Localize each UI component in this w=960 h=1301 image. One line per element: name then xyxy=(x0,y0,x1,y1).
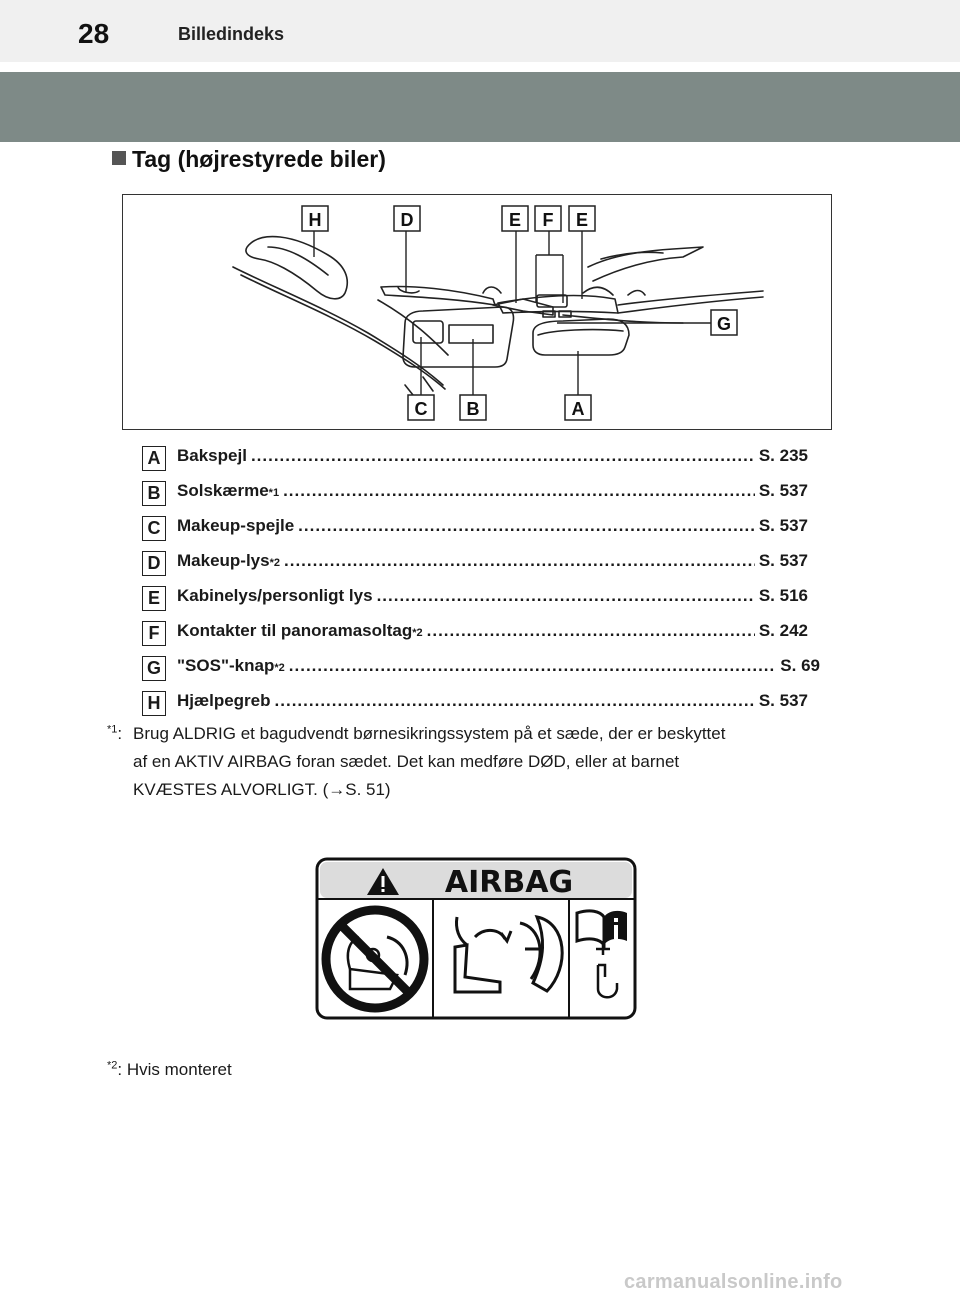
callout-c: C xyxy=(407,394,435,421)
list-item: E Kabinelys/personligt lys S. 516 xyxy=(142,580,822,615)
list-item: A Bakspejl S. 235 xyxy=(142,440,822,475)
leader-dots xyxy=(427,621,755,641)
item-label: Makeup-spejle xyxy=(177,516,295,535)
item-page-ref[interactable]: S. 516 xyxy=(758,586,808,605)
svg-text:E: E xyxy=(576,210,588,230)
roof-diagram: H D E F E G C B A xyxy=(122,194,832,430)
item-page-ref[interactable]: S. 242 xyxy=(758,621,808,640)
item-label: "SOS"-knap xyxy=(177,656,275,675)
footnote-marker: *1 xyxy=(107,723,118,736)
item-label: Kabinelys/personligt lys xyxy=(177,586,373,605)
airbag-warning-label: AIRBAG xyxy=(315,857,637,1020)
footnote-line: KVÆSTES ALVORLIGT. (→S. 51) xyxy=(133,780,391,799)
leader-dots xyxy=(289,656,777,676)
list-item: G "SOS"-knap*2S. 69 xyxy=(142,650,822,685)
svg-text:F: F xyxy=(543,210,554,230)
item-page-ref[interactable]: S. 537 xyxy=(758,551,808,570)
pointing-hand-icon xyxy=(596,941,619,999)
heading-text: Tag (højrestyrede biler) xyxy=(132,146,386,172)
warning-triangle-icon xyxy=(367,868,399,895)
component-list: A Bakspejl S. 235 B Solskærme*1S. 537 C M… xyxy=(142,440,822,720)
item-letter-badge: F xyxy=(142,621,166,646)
item-page-ref[interactable]: S. 235 xyxy=(758,446,808,465)
seat-airbag-icon xyxy=(453,914,564,994)
page-number: 28 xyxy=(78,18,110,49)
item-letter-badge: G xyxy=(142,656,166,681)
item-page-ref[interactable]: S. 537 xyxy=(758,516,808,535)
item-label: Makeup-lys xyxy=(177,551,270,570)
airbag-label-graphic: AIRBAG xyxy=(315,857,637,1020)
footnote-marker: *2 xyxy=(107,1059,118,1072)
footnote-line: af en AKTIV AIRBAG foran sædet. Det kan … xyxy=(133,752,680,771)
svg-text:D: D xyxy=(401,210,414,230)
leader-dots xyxy=(377,586,755,606)
callout-f: F xyxy=(534,205,562,232)
footnote-line: Brug ALDRIG et bagudvendt børnesikringss… xyxy=(133,724,726,743)
header-bar xyxy=(0,72,960,142)
watermark: carmanualsonline.info xyxy=(624,1271,843,1293)
list-item: D Makeup-lys*2S. 537 xyxy=(142,545,822,580)
leader-dots xyxy=(298,516,755,536)
item-label: Bakspejl xyxy=(177,446,247,465)
callout-g: G xyxy=(710,309,738,336)
item-label: Kontakter til panoramasoltag xyxy=(177,621,413,640)
callout-e-left: E xyxy=(501,205,529,232)
item-letter-badge: H xyxy=(142,691,166,716)
svg-text:G: G xyxy=(717,314,731,334)
item-page-ref[interactable]: S. 537 xyxy=(758,481,808,500)
list-item: H Hjælpegreb S. 537 xyxy=(142,685,822,720)
list-item: F Kontakter til panoramasoltag*2S. 242 xyxy=(142,615,822,650)
item-label: Solskærme xyxy=(177,481,269,500)
item-label: Hjælpegreb xyxy=(177,691,271,710)
callout-e-right: E xyxy=(568,205,596,232)
item-page-ref[interactable]: S. 537 xyxy=(758,691,808,710)
item-letter-badge: A xyxy=(142,446,166,471)
callout-d: D xyxy=(393,205,421,232)
section-title: Billedindeks xyxy=(178,24,285,44)
no-rear-facing-seat-icon xyxy=(321,905,429,1013)
item-letter-badge: C xyxy=(142,516,166,541)
page-heading: Tag (højrestyrede biler) xyxy=(112,146,386,173)
item-page-ref[interactable]: S. 69 xyxy=(780,656,820,675)
leader-dots xyxy=(251,446,755,466)
item-letter-badge: E xyxy=(142,586,166,611)
leader-dots xyxy=(275,691,755,711)
svg-text:B: B xyxy=(467,399,480,419)
airbag-title: AIRBAG xyxy=(445,865,573,900)
leader-dots xyxy=(284,551,755,571)
svg-text:A: A xyxy=(572,399,585,419)
svg-text:C: C xyxy=(415,399,428,419)
bullet-square-icon xyxy=(112,151,126,165)
leader-dots xyxy=(283,481,755,501)
diagram-callouts: H D E F E G C B A xyxy=(301,205,738,421)
footnote-text: Hvis monteret xyxy=(126,1060,232,1079)
svg-text:H: H xyxy=(309,210,322,230)
list-item: C Makeup-spejle S. 537 xyxy=(142,510,822,545)
item-letter-badge: B xyxy=(142,481,166,506)
footnote-2: *2: Hvis monteret xyxy=(107,1059,232,1079)
footnote-1: *1: Brug ALDRIG et bagudvendt børnesikri… xyxy=(107,720,847,804)
callout-b: B xyxy=(459,394,487,421)
roof-illustration: H D E F E G C B A xyxy=(232,205,764,421)
svg-text:E: E xyxy=(509,210,521,230)
item-letter-badge: D xyxy=(142,551,166,576)
callout-h: H xyxy=(301,205,329,232)
list-item: B Solskærme*1S. 537 xyxy=(142,475,822,510)
page-header xyxy=(0,0,960,62)
callout-a: A xyxy=(564,394,592,421)
